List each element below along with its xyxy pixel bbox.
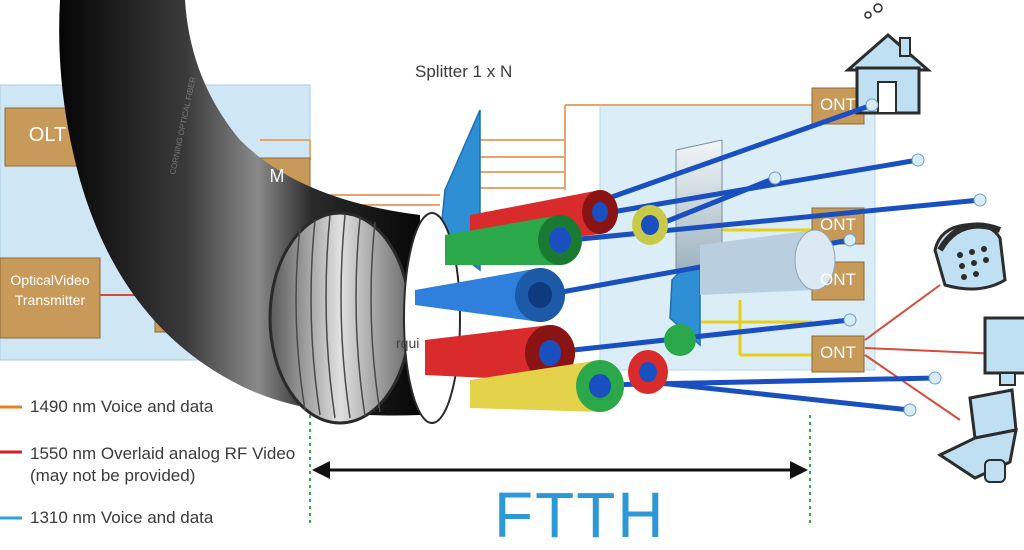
splitter-label: Splitter 1 x N (415, 62, 513, 81)
armor-ridges (295, 214, 381, 419)
video-transmitter-label: OpticalVideo Transmitter (10, 272, 90, 308)
monitor-icon (983, 316, 1024, 386)
ont-label-1: ONT (820, 95, 856, 114)
legend-item-1310: 1310 nm Voice and data (30, 508, 214, 527)
video-transmitter-box (0, 257, 101, 339)
ont-box-4 (811, 335, 865, 373)
legend-item-1550: 1550 nm Overlaid analog RF Video (may no… (30, 444, 296, 485)
ftth-banner: FTTH (494, 479, 666, 550)
fiber-tubes (415, 190, 836, 412)
wdm-label: M (269, 166, 285, 186)
yellow-links (700, 228, 812, 357)
telephone-icon (933, 222, 1007, 291)
ont-label-4: ONT (820, 343, 856, 362)
ftth-boundaries (309, 415, 811, 525)
fiber-ray-tips (768, 98, 987, 417)
ont-label-2: ONT (820, 215, 856, 234)
stray-label: rqui (396, 335, 420, 351)
legend-swatches (0, 405, 22, 520)
ont-label-3: ONT (820, 270, 856, 289)
laptop-icon (936, 388, 1018, 483)
red-links (100, 284, 1024, 421)
legend-item-1490: 1490 nm Voice and data (30, 397, 214, 416)
ftth-span-arrow (312, 461, 808, 479)
cable-armor (268, 211, 412, 425)
house-icon (844, 3, 932, 115)
olt-label: OLT (28, 124, 67, 146)
